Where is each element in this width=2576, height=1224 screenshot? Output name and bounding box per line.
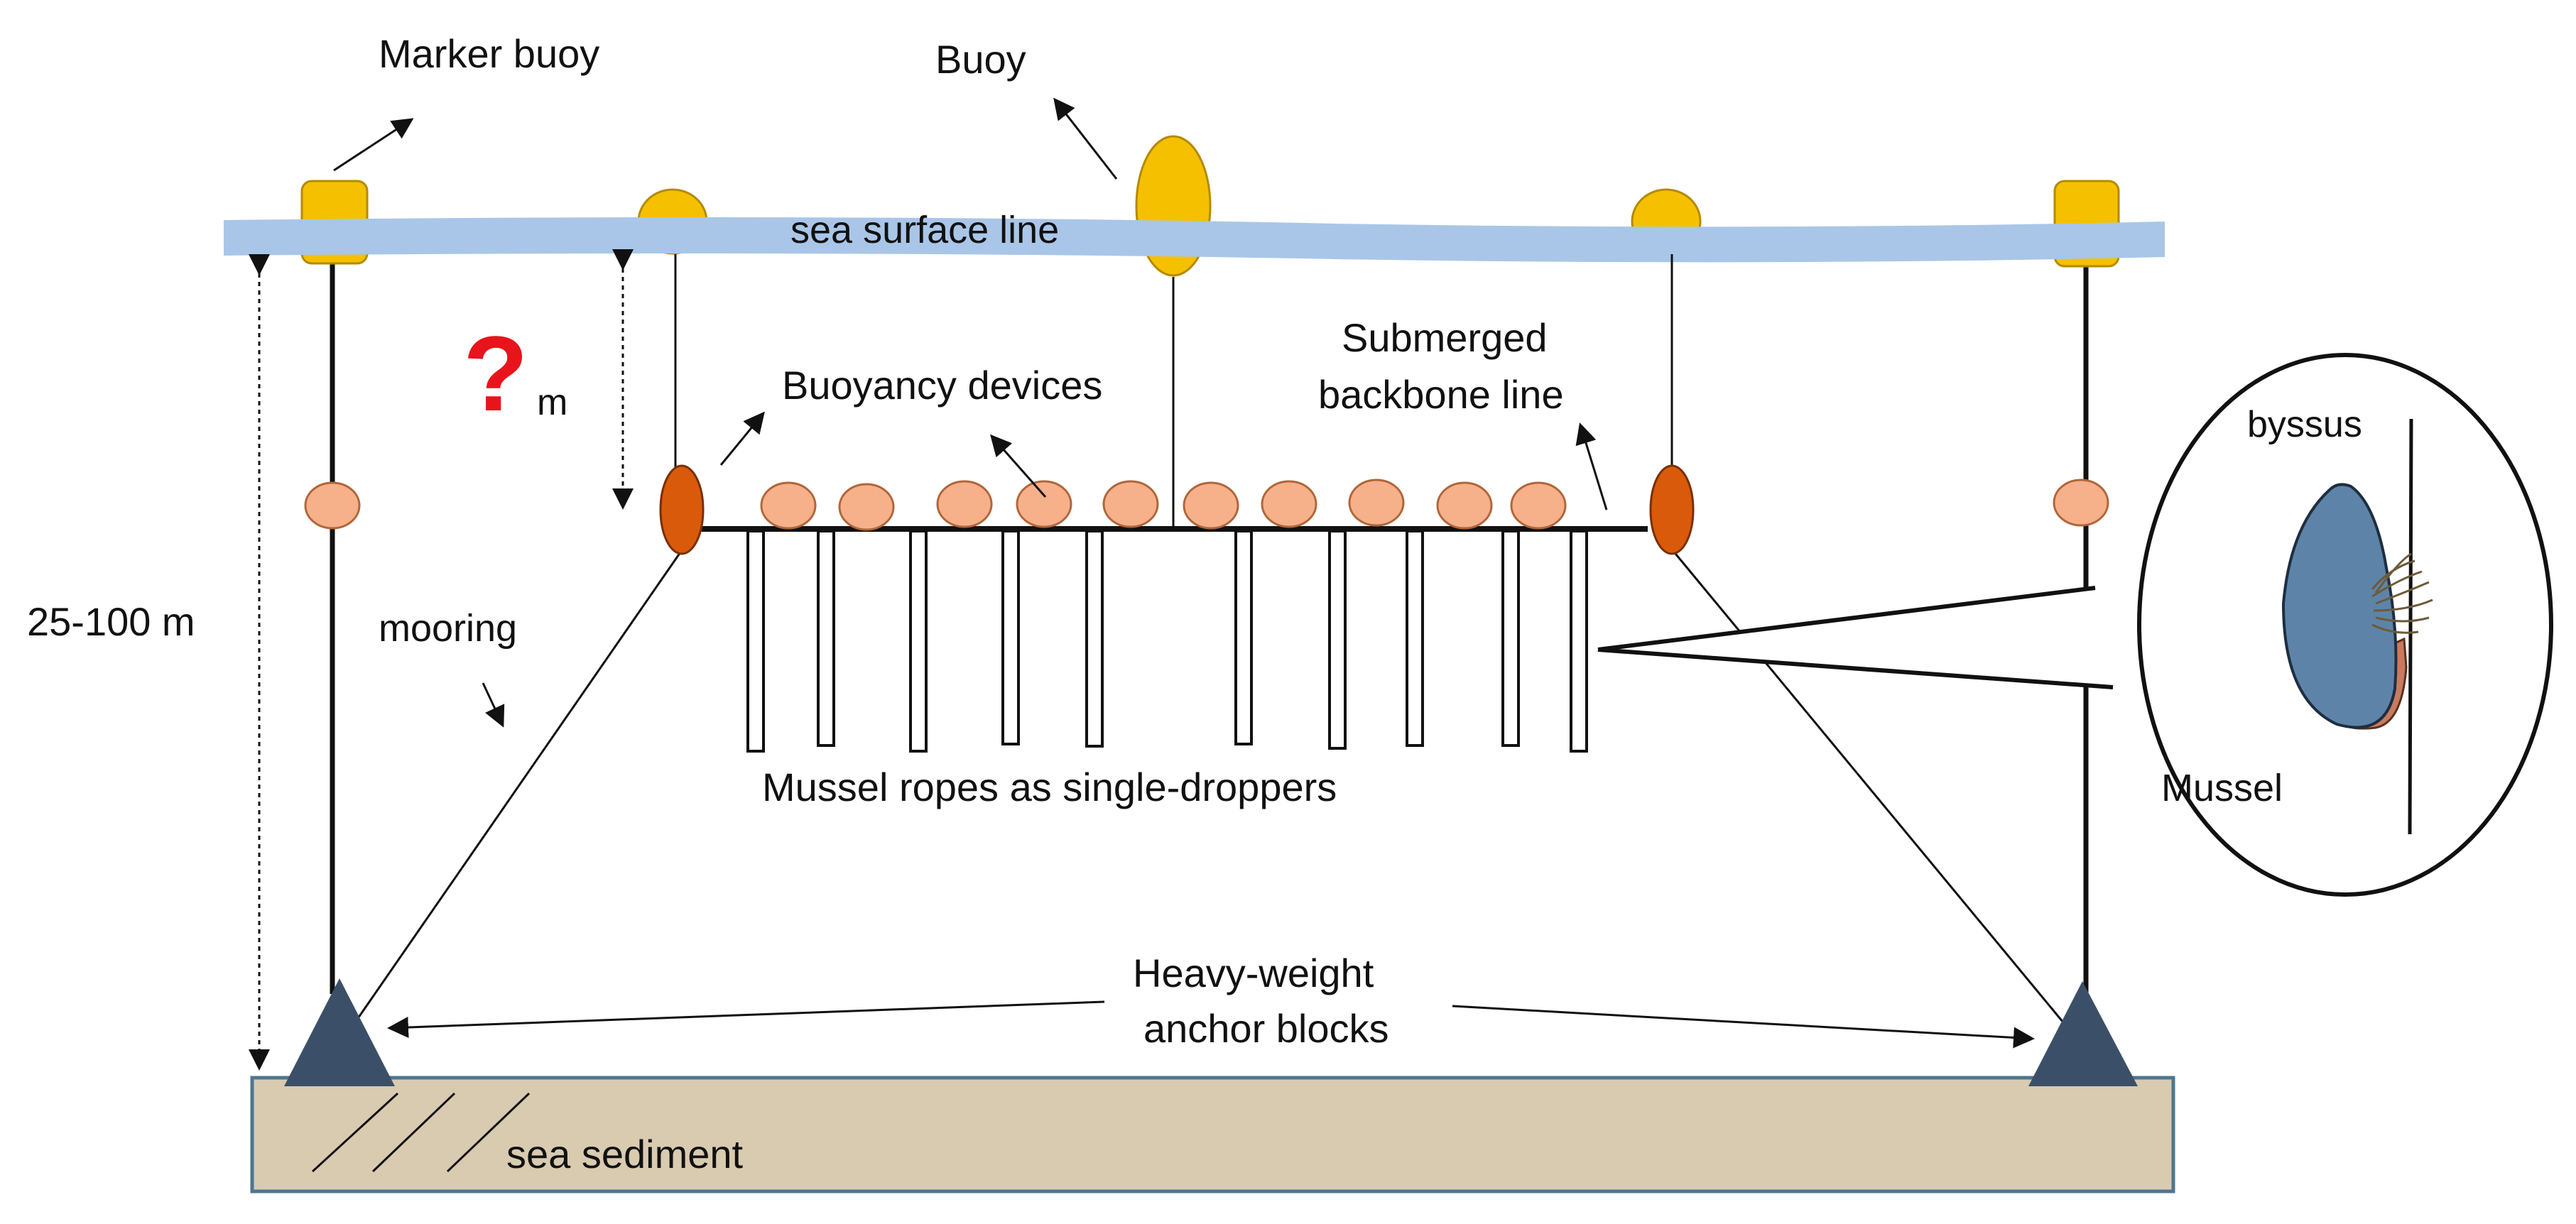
mussel-shell <box>2281 483 2398 729</box>
sea-sediment-block <box>250 1076 2175 1193</box>
backbone-float <box>1102 480 1159 528</box>
marker-buoy-label: Marker buoy <box>379 31 599 76</box>
dropper-rope <box>1234 530 1253 745</box>
mussel-detail-callout <box>1597 353 2553 897</box>
anchor-blocks-label-line1: Heavy-weight <box>1133 951 1374 995</box>
backbone-float <box>1016 480 1072 528</box>
mussel-label: Mussel <box>2161 767 2283 809</box>
dropper-rope <box>1001 530 1020 745</box>
mooring-float-right <box>2053 479 2109 527</box>
dropper-rope <box>909 530 928 753</box>
dropper-rope <box>1501 530 1520 747</box>
buoyancy-devices-label: Buoyancy devices <box>782 363 1102 408</box>
byssus-threads <box>2371 552 2433 634</box>
backbone-float <box>936 480 993 528</box>
byssus-label: byssus <box>2247 404 2362 445</box>
sediment-hatch-marks <box>311 1092 531 1173</box>
sea-surface-band <box>224 217 2165 263</box>
backbone-float <box>760 481 817 530</box>
dropper-rope <box>817 530 835 747</box>
question-unit-label: m <box>537 382 567 423</box>
backbone-float <box>1348 479 1405 527</box>
callout-rope <box>2408 418 2413 835</box>
dropper-rope <box>746 530 765 753</box>
dropper-rope <box>1328 530 1347 750</box>
surface-droplines <box>674 254 1673 529</box>
dropper-rope <box>1406 530 1424 747</box>
backbone-float <box>1183 481 1239 530</box>
backbone-float <box>1261 480 1317 528</box>
backbone-floats <box>760 479 1567 531</box>
depth-range-label: 25-100 m <box>27 599 195 644</box>
sea-sediment-label: sea sediment <box>506 1132 744 1176</box>
dropper-rope <box>1085 530 1104 748</box>
diagonal-mooring-lines <box>354 550 2065 1023</box>
buoy-label: Buoy <box>935 37 1026 82</box>
mooring-float-left <box>304 481 361 530</box>
backbone-float <box>1510 481 1567 530</box>
backbone-float <box>838 483 895 531</box>
submerged-backbone-label-line1: Submerged <box>1342 315 1548 360</box>
question-mark: ? <box>463 314 528 433</box>
mooring-label: mooring <box>379 607 517 650</box>
anchor-block-left <box>284 978 395 1086</box>
mussel-ropes-label: Mussel ropes as single-droppers <box>762 765 1337 809</box>
mooring-lines <box>330 259 2089 994</box>
anchor-block-right <box>2028 981 2138 1086</box>
mussel-dropper-ropes <box>746 530 1588 753</box>
callout-pointer <box>1598 588 2113 687</box>
dropper-rope <box>1570 530 1588 753</box>
buoyancy-device-right <box>1649 464 1695 555</box>
sea-surface-line-label: sea surface line <box>790 209 1059 251</box>
buoyancy-device-left <box>659 464 705 555</box>
submerged-backbone-label-line2: backbone line <box>1318 372 1564 417</box>
anchor-blocks-label-line2: anchor blocks <box>1143 1006 1389 1051</box>
backbone-float <box>1436 481 1493 530</box>
